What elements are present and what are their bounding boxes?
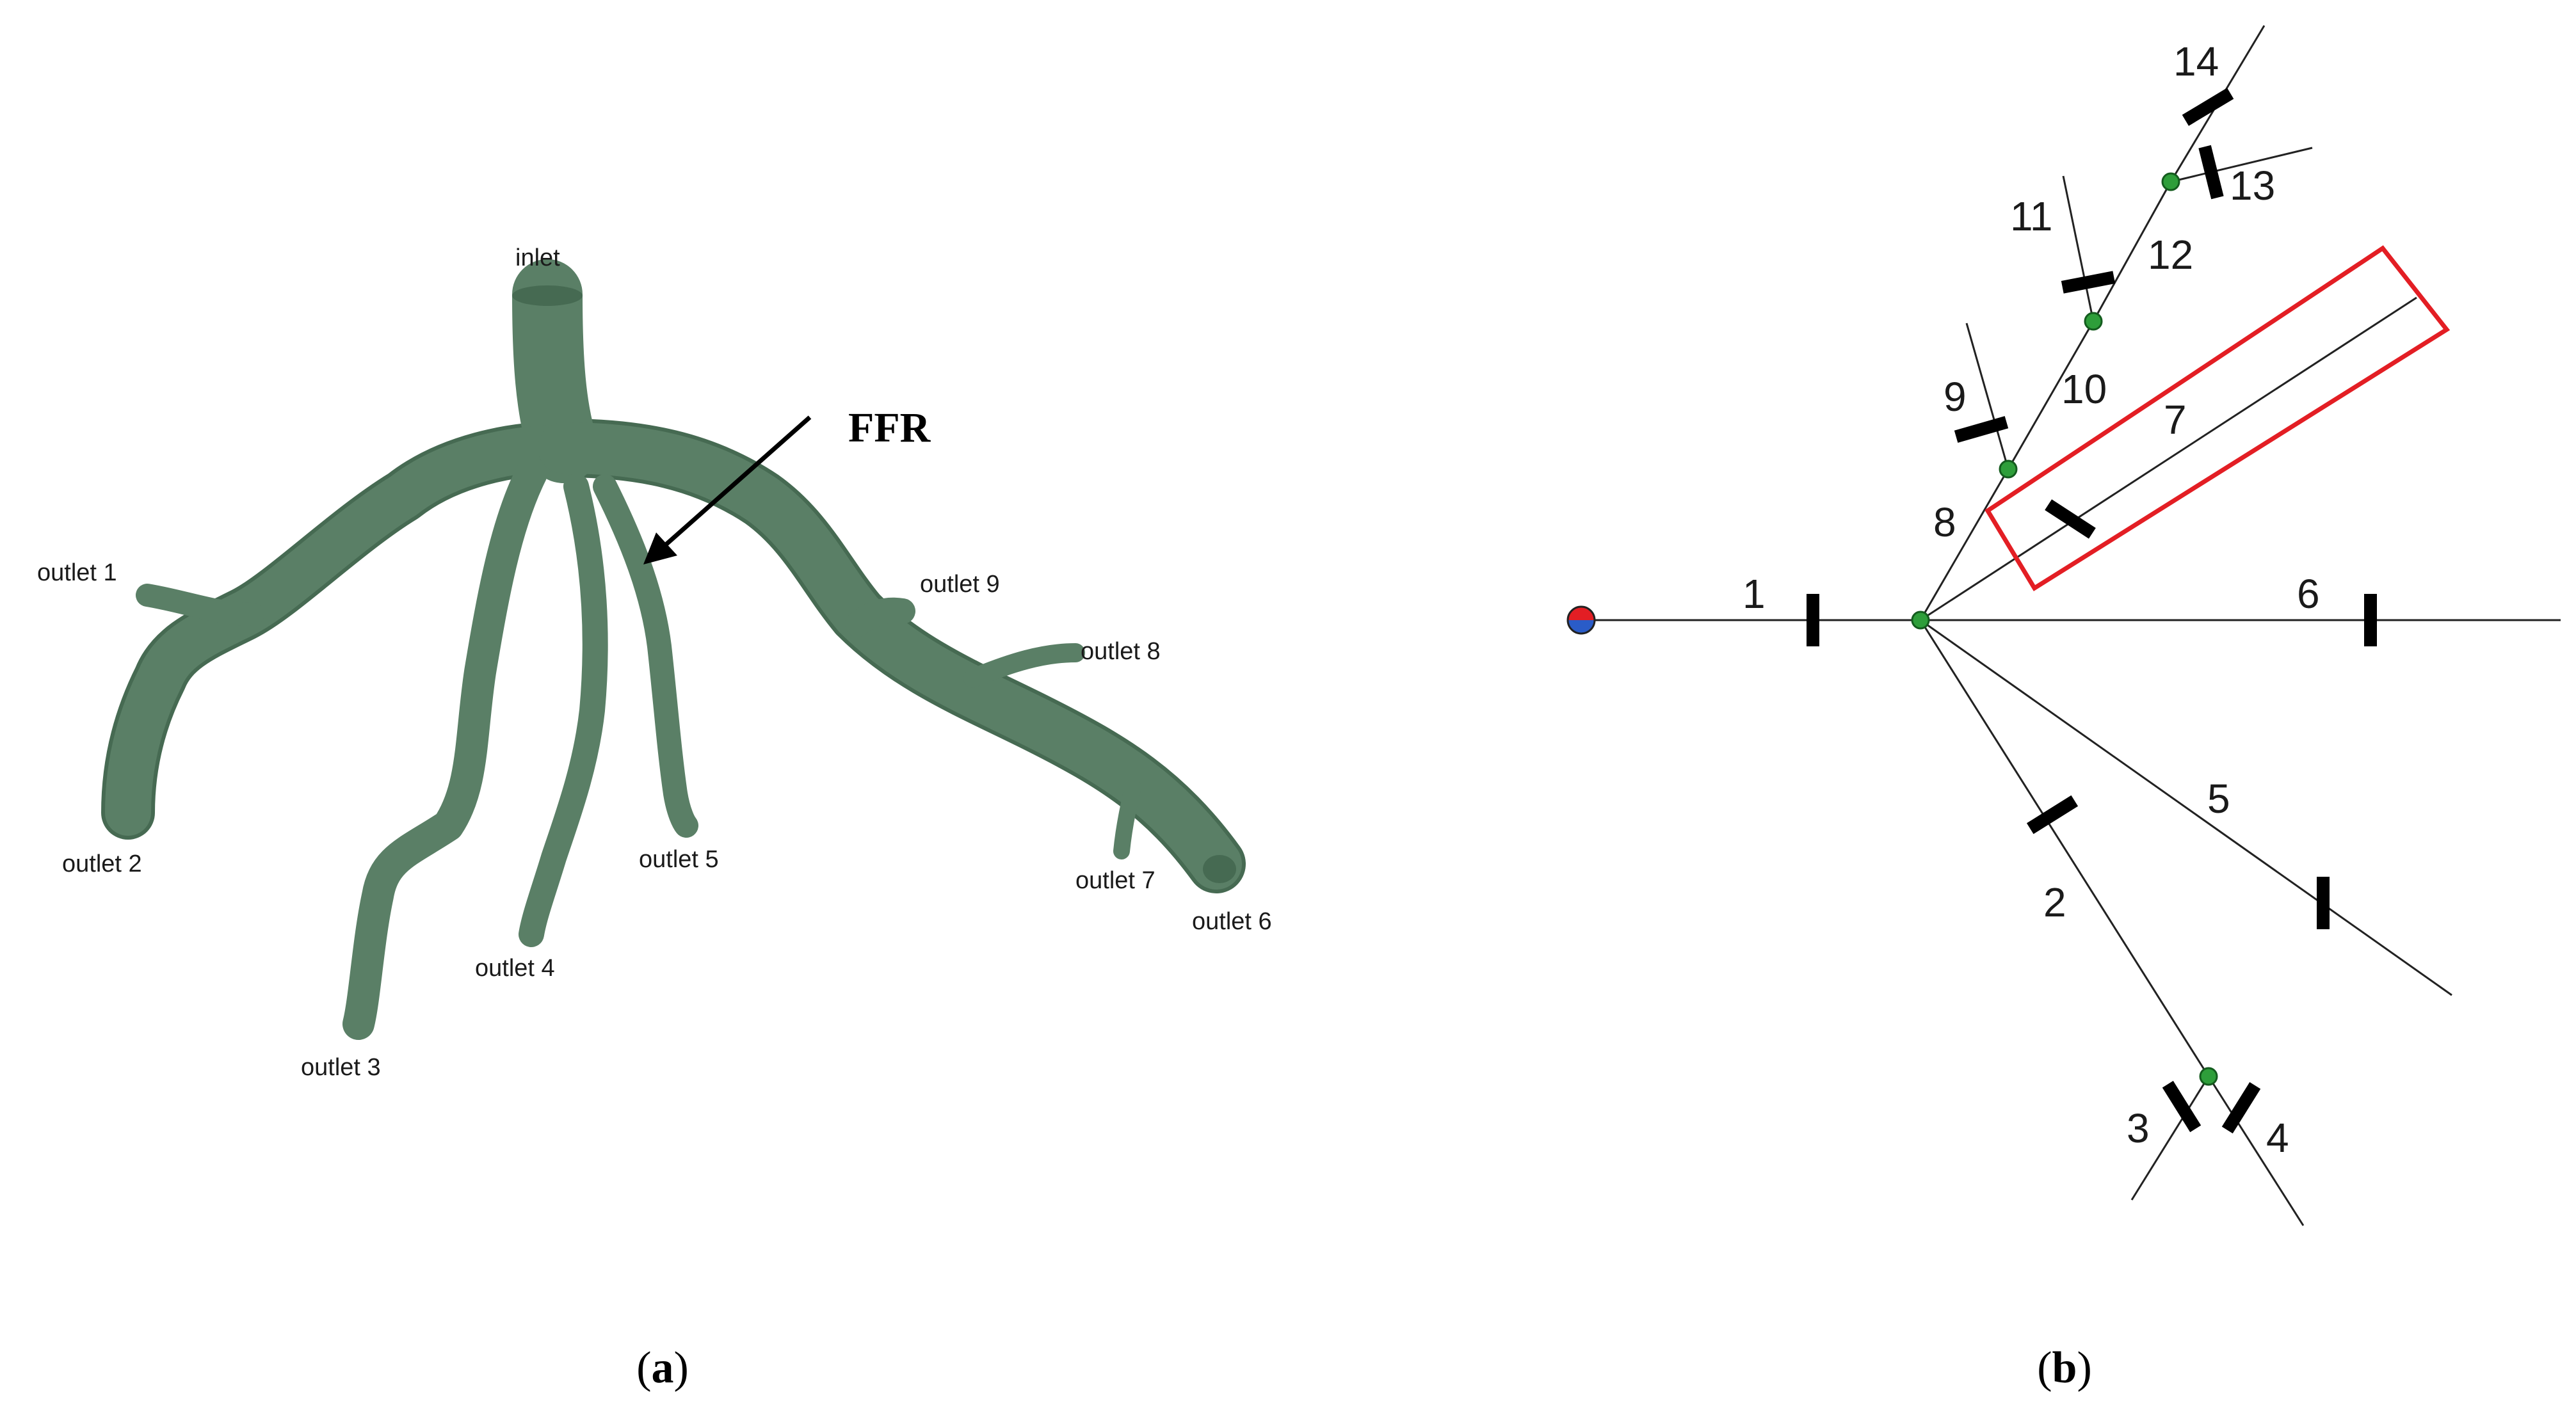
outlet6-cap (1203, 855, 1236, 883)
segment-label-7: 7 (2164, 397, 2187, 443)
vessel-labels: inlet outlet 1 outlet 2 outlet 3 outlet … (37, 244, 1272, 1081)
segment-label-11: 11 (2010, 193, 2052, 239)
marker-segment-1 (1807, 594, 1819, 646)
marker-segment-3 (2162, 1080, 2202, 1133)
ffr-arrow-head (643, 532, 677, 564)
marker-segment-5 (2317, 877, 2330, 929)
caption-a: (a) (636, 1343, 689, 1393)
segment-label-14: 14 (2173, 38, 2219, 84)
segment-label-12: 12 (2148, 232, 2193, 278)
vessel-tree (101, 259, 1246, 1040)
junction-node-12-14 (2161, 172, 2180, 191)
label-outlet1: outlet 1 (37, 559, 117, 586)
junction-node-2-3-4 (2199, 1067, 2218, 1086)
junction-node-main (1911, 611, 1930, 630)
segment-13-line (2170, 147, 2313, 183)
segment-label-10: 10 (2061, 366, 2107, 412)
segment-12-line (2092, 181, 2172, 322)
label-outlet7: outlet 7 (1075, 867, 1155, 894)
segment-5-line (1920, 619, 2452, 996)
ffr-label: FFR (848, 404, 931, 451)
inlet-node-bottom (1568, 620, 1595, 634)
marker-segment-7 (2045, 499, 2096, 539)
junction-node-10-12 (2084, 312, 2103, 331)
label-outlet8: outlet 8 (1081, 638, 1161, 665)
segment-label-2: 2 (2043, 879, 2066, 925)
segment-labels: 1 2 3 4 5 6 7 8 9 10 11 12 13 14 (1743, 38, 2320, 1161)
segment-2-line (1919, 619, 2210, 1077)
segment-4-line (2207, 1076, 2305, 1226)
label-outlet5: outlet 5 (639, 846, 719, 873)
segment-10-line (2007, 321, 2095, 470)
junction-node-8-10 (1999, 459, 2018, 479)
marker-segment-6 (2364, 594, 2377, 646)
inlet-node-top (1568, 607, 1595, 620)
vessel-outlet4-branch (519, 474, 608, 947)
segment-9-line (1965, 323, 2009, 470)
segment-label-9: 9 (1944, 374, 1967, 420)
label-outlet4: outlet 4 (475, 955, 555, 982)
vessel-outlet8-branch (963, 643, 1085, 688)
inlet-cap (512, 285, 583, 306)
marker-segment-13 (2198, 145, 2224, 200)
vessel-outlet5-branch (593, 474, 698, 838)
panel-b-network-schematic: 1 2 3 4 5 6 7 8 9 10 11 12 13 14 (b) (1566, 25, 2561, 1393)
segment-label-8: 8 (1933, 499, 1956, 545)
segment-7-line (1920, 296, 2417, 621)
segment-label-13: 13 (2230, 163, 2275, 209)
panel-a-vessel-model: FFR inlet outlet 1 outlet 2 outlet 3 out… (37, 244, 1272, 1393)
label-outlet6: outlet 6 (1192, 908, 1272, 935)
segment-11-line (2062, 175, 2095, 322)
label-outlet3: outlet 3 (301, 1054, 381, 1081)
segment-3-line (2130, 1076, 2210, 1201)
label-outlet9: outlet 9 (920, 571, 1000, 598)
vessel-outlet1-branch (136, 584, 264, 626)
segment-markers (1807, 88, 2377, 1134)
marker-segment-14 (2182, 88, 2234, 126)
inlet-node (1566, 605, 1596, 635)
marker-segment-11 (2061, 271, 2116, 294)
segment-8-line (1919, 468, 2009, 621)
marker-segment-9 (1954, 416, 2009, 443)
ffr-arrow-shaft (657, 415, 812, 552)
vessel-outlet9-branch (845, 597, 915, 637)
marker-segment-4 (2221, 1082, 2261, 1134)
segment-label-6: 6 (2297, 571, 2320, 617)
caption-b: (b) (2037, 1343, 2092, 1393)
segment-7-highlight-box (1984, 245, 2451, 591)
segment-label-4: 4 (2266, 1115, 2289, 1161)
label-inlet: inlet (515, 244, 560, 271)
junction-nodes (1911, 172, 2218, 1086)
ffr-arrow: FFR (643, 404, 931, 564)
network-lines (1581, 25, 2561, 1226)
segment-label-5: 5 (2207, 776, 2230, 822)
vessel-outlet7-branch (1113, 779, 1141, 859)
segment-label-1: 1 (1743, 571, 1766, 617)
vessel-outlet3-branch (342, 458, 547, 1040)
marker-segment-2 (2026, 795, 2079, 835)
segment-label-3: 3 (2127, 1105, 2150, 1151)
label-outlet2: outlet 2 (62, 851, 142, 877)
